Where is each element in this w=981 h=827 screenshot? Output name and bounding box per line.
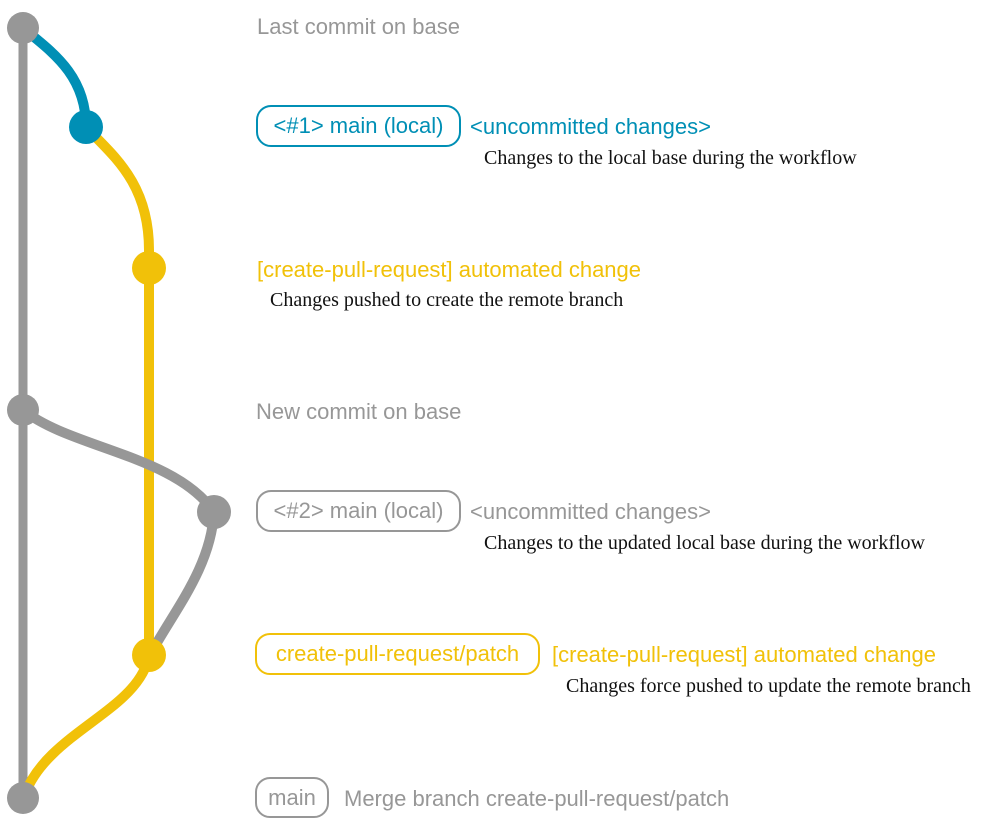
main-local-2-branch-curve bbox=[18, 405, 219, 517]
commit-dot-merge bbox=[7, 782, 39, 814]
commit-dot-last-base bbox=[7, 12, 39, 44]
ref-label-main-local-2-text: <#2> main (local) bbox=[273, 498, 444, 523]
patch-branch-line bbox=[81, 122, 154, 660]
annotation-automated-1: Changes pushed to create the remote bran… bbox=[270, 289, 624, 311]
main-local-1-branch-curve bbox=[18, 23, 91, 132]
patch-merge-curve bbox=[20, 650, 154, 799]
commit-message-new-base: New commit on base bbox=[256, 399, 462, 424]
commit-dot-automated-2 bbox=[132, 638, 166, 672]
ref-label-main-text: main bbox=[268, 784, 316, 810]
ref-label-patch-branch: create-pull-request/patch bbox=[255, 633, 540, 675]
commit-dot-automated-1 bbox=[132, 251, 166, 285]
commit-dot-uncommitted-2 bbox=[197, 495, 231, 529]
commit-message-automated-2: [create-pull-request] automated change bbox=[552, 642, 937, 667]
annotation-automated-2: Changes force pushed to update the remot… bbox=[566, 675, 971, 697]
commit-message-merge: Merge branch create-pull-request/patch bbox=[344, 786, 730, 811]
ref-label-main-local-1-text: <#1> main (local) bbox=[273, 113, 444, 138]
commit-message-uncommitted-2: <uncommitted changes> bbox=[470, 499, 711, 524]
commit-message-uncommitted-1: <uncommitted changes> bbox=[470, 114, 711, 139]
annotation-uncommitted-1: Changes to the local base during the wor… bbox=[484, 147, 857, 169]
commit-dot-uncommitted-1 bbox=[69, 110, 103, 144]
annotation-uncommitted-2: Changes to the updated local base during… bbox=[484, 532, 925, 554]
ref-label-main-local-1: <#1> main (local) bbox=[256, 105, 461, 147]
commit-message-last-base: Last commit on base bbox=[257, 14, 460, 39]
commit-message-automated-1: [create-pull-request] automated change bbox=[257, 257, 642, 282]
commit-dot-new-base bbox=[7, 394, 39, 426]
main-local-2-return-curve bbox=[145, 507, 219, 660]
ref-label-main: main bbox=[255, 777, 329, 818]
ref-label-patch-branch-text: create-pull-request/patch bbox=[275, 641, 520, 666]
ref-label-main-local-2: <#2> main (local) bbox=[256, 490, 461, 532]
